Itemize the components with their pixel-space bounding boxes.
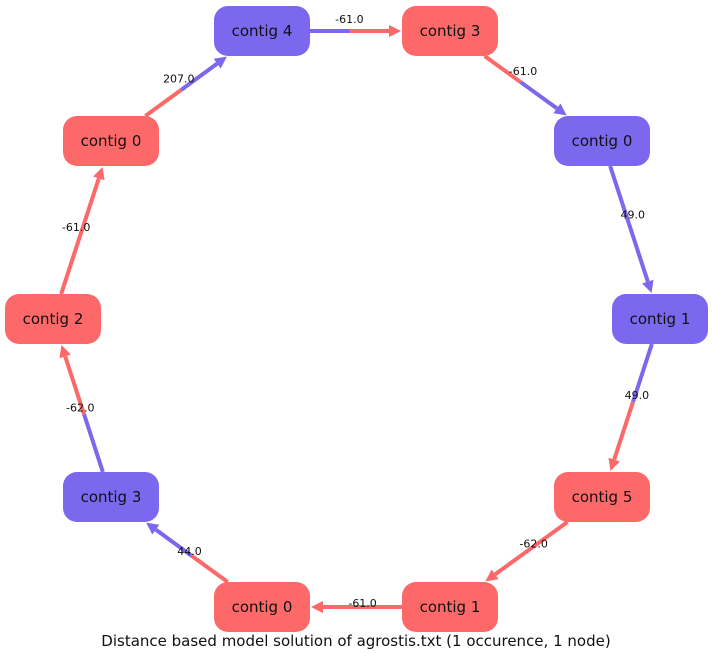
edge-6-arrowhead: [311, 601, 323, 613]
node-contig-0-left[interactable]: contig 0: [63, 116, 159, 166]
edge-4-label: 49.0: [625, 389, 650, 402]
edge-10-arrowhead: [213, 56, 227, 69]
edge-9-head-segment: [78, 177, 101, 237]
node-contig-2[interactable]: contig 2: [5, 294, 101, 344]
edge-7: 44.0: [146, 522, 229, 584]
edge-9-tail-segment: [59, 235, 82, 295]
edge-4-tail-segment: [631, 343, 654, 403]
edge-2-head-segment: [519, 80, 559, 110]
edge-6: -61.0: [311, 597, 402, 613]
edge-4: 49.0: [608, 343, 654, 472]
edge-8-arrowhead: [59, 344, 71, 359]
edge-2: -61.0: [483, 54, 567, 116]
node-contig-3-top[interactable]: contig 3: [402, 6, 498, 56]
edge-9-arrowhead: [93, 166, 105, 181]
edge-9: -61.0: [59, 166, 105, 295]
edge-5-tail-segment: [530, 520, 569, 550]
edge-10-tail-segment: [144, 88, 183, 118]
edge-10-head-segment: [180, 62, 219, 92]
edge-3: 49.0: [608, 165, 654, 294]
node-contig-0-right[interactable]: contig 0: [554, 116, 650, 166]
edge-7-arrowhead: [146, 522, 160, 535]
edge-8-tail-segment: [82, 413, 105, 473]
edge-5-arrowhead: [485, 569, 499, 582]
edge-4-arrowhead: [608, 457, 620, 472]
edge-3-head-segment: [627, 223, 650, 283]
edge-2-arrowhead: [553, 103, 567, 116]
edge-2-label: -61.0: [509, 65, 537, 78]
edge-10-label: 207.0: [163, 73, 195, 86]
edge-1: -61.0: [310, 13, 401, 37]
edge-1-label: -61.0: [335, 13, 363, 26]
edge-2-tail-segment: [483, 54, 522, 84]
edge-3-label: 49.0: [621, 209, 646, 222]
edge-8-head-segment: [63, 355, 86, 415]
node-contig-3-left[interactable]: contig 3: [63, 472, 159, 522]
edge-3-arrowhead: [642, 279, 654, 294]
edge-5-head-segment: [493, 546, 533, 576]
node-contig-1-bottom[interactable]: contig 1: [402, 582, 498, 632]
node-contig-0-bottom[interactable]: contig 0: [214, 582, 310, 632]
edge-4-head-segment: [612, 401, 635, 461]
node-contig-4[interactable]: contig 4: [214, 6, 310, 56]
edge-3-tail-segment: [608, 165, 631, 225]
node-contig-5[interactable]: contig 5: [554, 472, 650, 522]
edge-6-label: -61.0: [348, 597, 376, 610]
edge-7-tail-segment: [190, 554, 229, 584]
edge-5-label: -62.0: [519, 537, 547, 550]
edge-9-label: -61.0: [62, 221, 90, 234]
diagram-caption: Distance based model solution of agrosti…: [101, 632, 611, 650]
node-contig-1-right[interactable]: contig 1: [612, 294, 708, 344]
edge-7-label: 44.0: [177, 545, 202, 558]
edge-1-arrowhead: [389, 25, 401, 37]
edge-8: -62.0: [59, 344, 105, 473]
edge-5: -62.0: [485, 520, 569, 582]
edge-10: 207.0: [144, 56, 227, 118]
edge-8-label: -62.0: [66, 402, 94, 415]
edge-7-head-segment: [154, 528, 193, 558]
